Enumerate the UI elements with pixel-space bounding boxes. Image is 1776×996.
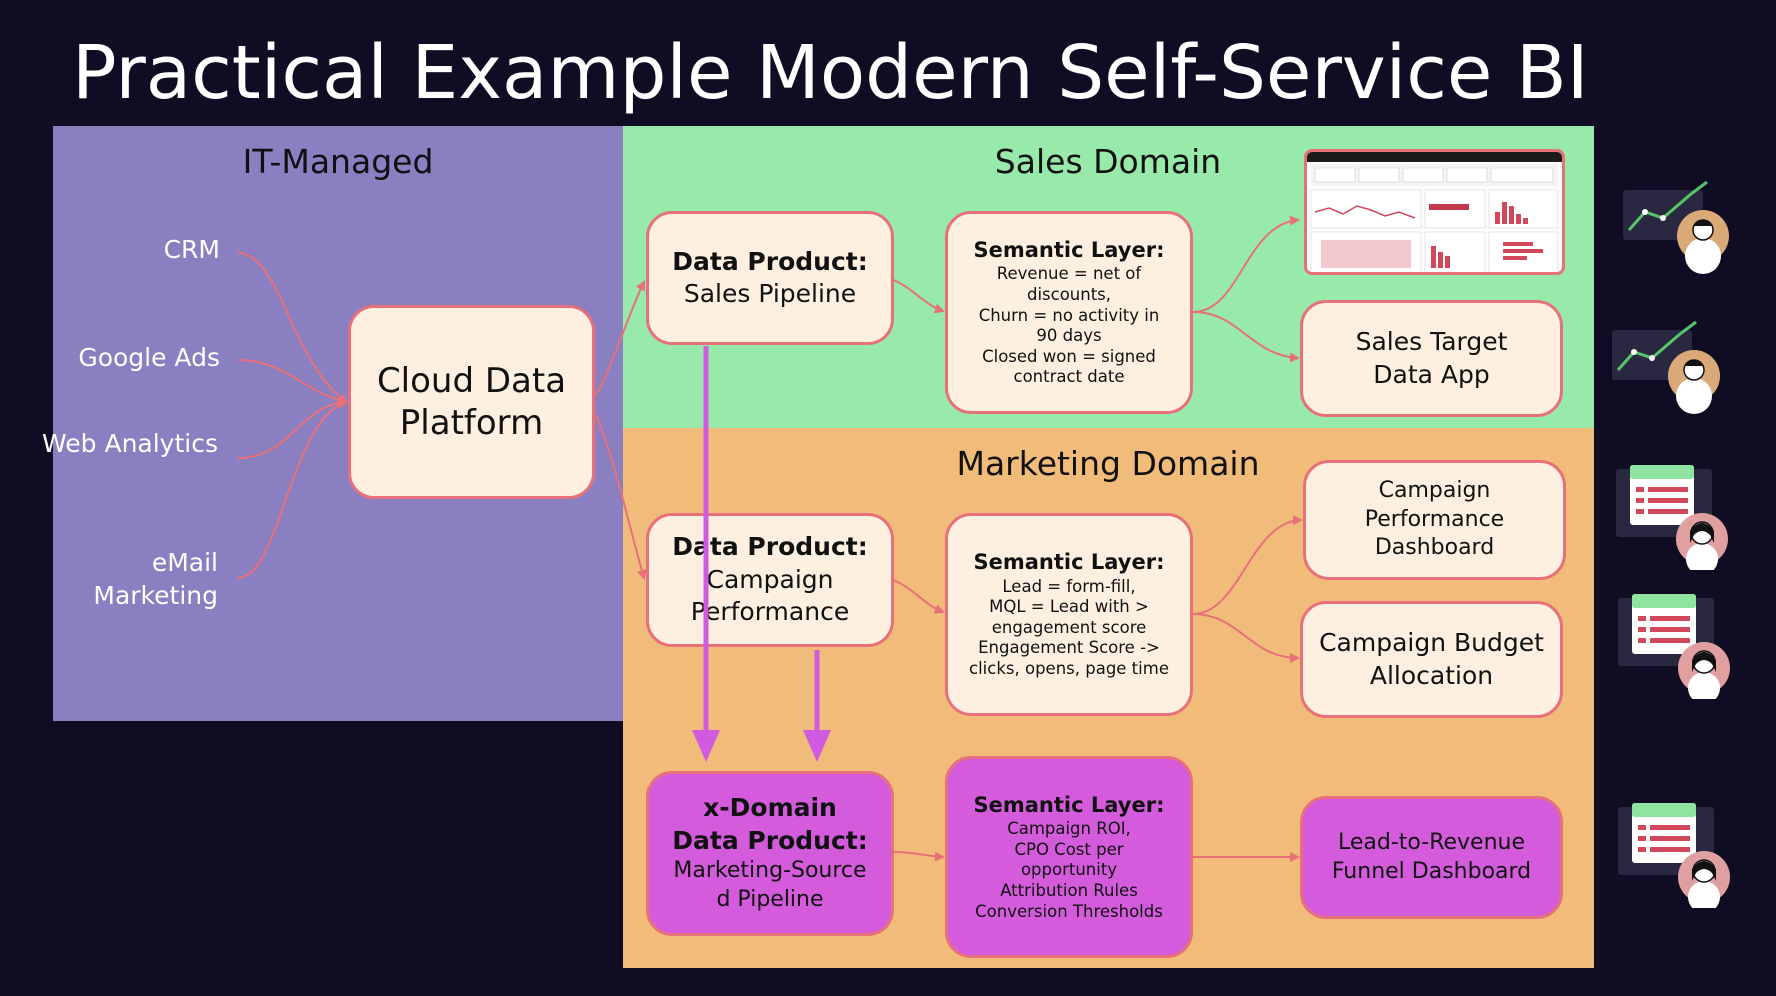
source-web-analytics: Web Analytics xyxy=(42,429,218,458)
marketing-semantic-line: Engagement Score -> clicks, opens, page … xyxy=(969,638,1169,679)
source-crm: CRM xyxy=(163,235,220,264)
sales-data-product-box: Data Product: Sales Pipeline xyxy=(646,211,894,345)
analyst-chart-persona-icon xyxy=(1612,320,1720,414)
campaign-performance-dashboard-label: Campaign Performance Dashboard xyxy=(1364,478,1505,561)
sales-semantic-layer-box: Semantic Layer: Revenue = net of discoun… xyxy=(945,211,1193,414)
business-user-report-persona-icon xyxy=(1618,594,1730,699)
lead-to-revenue-dashboard-label: Lead-to-Revenue Funnel Dashboard xyxy=(1331,829,1532,884)
sales-target-data-app-label: Sales Target Data App xyxy=(1355,327,1508,389)
sales-semantic-line: Revenue = net of discounts, xyxy=(996,264,1142,304)
analyst-chart-persona-icon xyxy=(1623,180,1729,274)
sales-dashboard-thumbnail xyxy=(1304,149,1565,275)
sales-data-product-subtitle: Sales Pipeline xyxy=(683,279,857,308)
xdomain-data-product-subtitle: Marketing-Sourced Pipeline xyxy=(673,858,867,912)
xdomain-semantic-layer-box: Semantic Layer: Campaign ROI, CPO Cost p… xyxy=(945,756,1193,958)
sales-target-data-app-box: Sales Target Data App xyxy=(1300,300,1563,417)
marketing-semantic-line: Lead = form-fill, xyxy=(1002,576,1136,596)
xdomain-semantic-title: Semantic Layer: xyxy=(973,792,1165,817)
campaign-budget-allocation-label: Campaign Budget Allocation xyxy=(1319,628,1544,690)
sales-data-product-title: Data Product: xyxy=(672,246,868,276)
business-user-report-persona-icon xyxy=(1618,803,1730,908)
sales-semantic-title: Semantic Layer: xyxy=(973,237,1165,262)
marketing-domain-label: Marketing Domain xyxy=(956,444,1260,483)
sales-semantic-line: Closed won = signed contract date xyxy=(982,346,1156,387)
marketing-semantic-line: MQL = Lead with > engagement score xyxy=(989,597,1149,637)
xdomain-data-product-title-1: x-Domain xyxy=(703,793,837,823)
xdomain-semantic-line: Campaign ROI, xyxy=(1007,819,1131,839)
marketing-semantic-title: Semantic Layer: xyxy=(973,550,1165,575)
business-user-report-persona-icon xyxy=(1616,465,1728,570)
xdomain-semantic-line: Conversion Thresholds xyxy=(975,901,1163,921)
campaign-budget-allocation-box: Campaign Budget Allocation xyxy=(1300,601,1563,718)
cloud-data-platform-box: Cloud Data Platform xyxy=(348,305,595,499)
xdomain-semantic-line: CPO Cost per opportunity xyxy=(1014,839,1124,880)
xdomain-data-product-title-2: Data Product: xyxy=(672,825,868,855)
source-email-marketing: eMail Marketing xyxy=(93,548,218,610)
source-google-ads: Google Ads xyxy=(78,343,220,372)
xdomain-data-product-box: x-Domain Data Product: Marketing-Sourced… xyxy=(646,771,894,936)
campaign-performance-dashboard-box: Campaign Performance Dashboard xyxy=(1303,460,1566,580)
marketing-data-product-subtitle: Campaign Performance xyxy=(690,564,850,627)
lead-to-revenue-dashboard-box: Lead-to-Revenue Funnel Dashboard xyxy=(1300,796,1563,919)
page-title: Practical Example Modern Self-Service BI xyxy=(72,30,1589,116)
it-managed-label: IT-Managed xyxy=(242,142,434,181)
xdomain-semantic-line: Attribution Rules xyxy=(1000,880,1138,900)
cloud-data-platform-label: Cloud Data Platform xyxy=(376,360,567,444)
sales-domain-label: Sales Domain xyxy=(994,142,1222,181)
marketing-semantic-layer-box: Semantic Layer: Lead = form-fill, MQL = … xyxy=(945,513,1193,716)
sales-semantic-line: Churn = no activity in 90 days xyxy=(978,305,1160,346)
